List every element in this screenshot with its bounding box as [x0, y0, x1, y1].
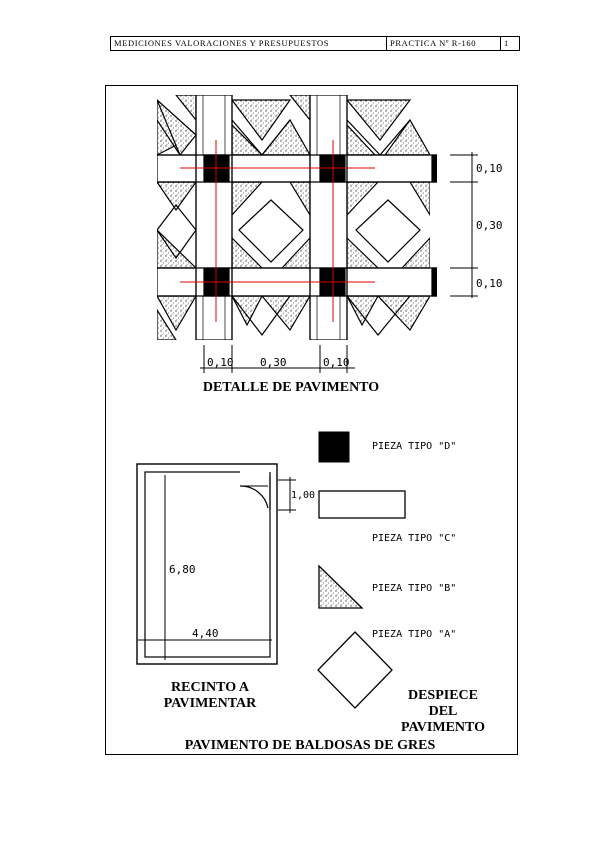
room-height-dimension: 6,80 [169, 563, 196, 576]
paving-detail [157, 95, 437, 340]
header-page-number: 1 [504, 38, 509, 48]
breakdown-caption-line1: DESPIECE [407, 688, 479, 703]
dim-bottom-left: 0,10 [207, 356, 234, 369]
header-practice-number: PRACTICA Nº R-160 [387, 37, 501, 50]
room-caption-line1: RECINTO A [171, 680, 249, 695]
bottom-dimension-line [200, 345, 355, 373]
piece-d-icon [318, 431, 350, 463]
piece-b-icon [318, 564, 364, 609]
red-guide-lines [180, 140, 375, 322]
room-plan [136, 463, 296, 665]
piece-c-icon [318, 490, 406, 519]
dim-right-middle: 0,30 [476, 219, 503, 232]
piece-d-label: PIEZA TIPO "D" [372, 441, 456, 452]
piece-legend [317, 431, 406, 709]
door-dimension: 1,00 [291, 490, 315, 501]
room-width-dimension: 4,40 [192, 627, 219, 640]
piece-a-icon [317, 631, 393, 709]
piece-b-label: PIEZA TIPO "B" [372, 583, 456, 594]
right-dimension-line [450, 152, 478, 298]
footer-caption: PAVIMENTO DE BALDOSAS DE GRES [184, 738, 436, 753]
page-header: MEDICIONES VALORACIONES Y PRESUPUESTOS P… [110, 36, 520, 51]
breakdown-caption-line2: DEL [428, 704, 458, 719]
room-caption-line2: PAVIMENTAR [163, 696, 257, 711]
dim-bottom-right: 0,10 [323, 356, 350, 369]
dim-right-top: 0,10 [476, 162, 503, 175]
dim-bottom-middle: 0,30 [260, 356, 287, 369]
room-caption: RECINTO A PAVIMENTAR [150, 680, 270, 712]
piece-a-label: PIEZA TIPO "A" [372, 629, 456, 640]
detail-caption: DETALLE DE PAVIMENTO [202, 380, 380, 395]
piece-c-label: PIEZA TIPO "C" [372, 533, 456, 544]
breakdown-caption: DESPIECE DEL PAVIMENTO [388, 688, 498, 736]
breakdown-caption-line3: PAVIMENTO [400, 720, 485, 735]
drawing-frame [105, 85, 518, 755]
dim-right-bottom: 0,10 [476, 277, 503, 290]
header-title: MEDICIONES VALORACIONES Y PRESUPUESTOS [111, 37, 387, 50]
